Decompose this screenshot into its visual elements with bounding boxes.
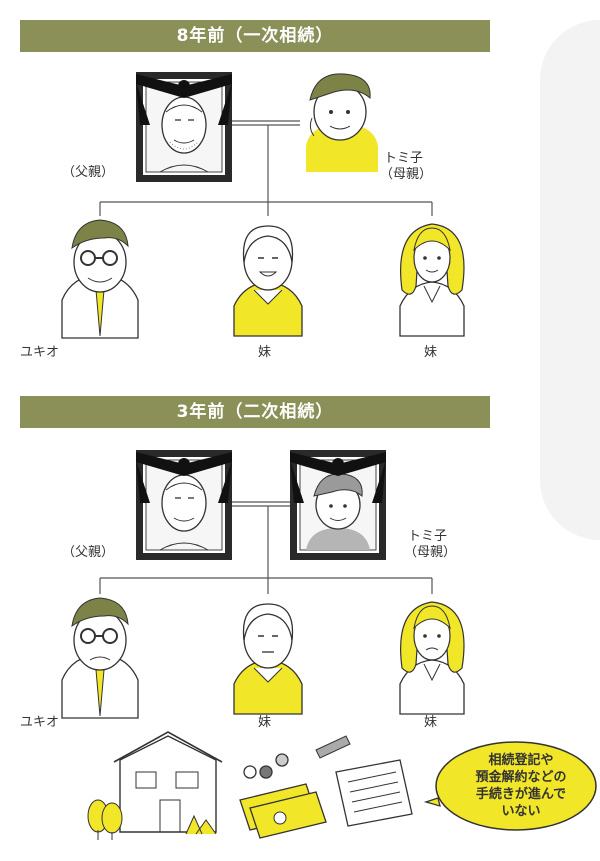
son-yukio-figure-2 bbox=[61, 597, 139, 719]
section-1-father-label: （父親） bbox=[62, 165, 115, 180]
section-2-son-label: ユキオ bbox=[20, 715, 60, 730]
section-1-sister-1-label: 妹 bbox=[258, 345, 272, 360]
section-1-mother-name: トミ子 bbox=[384, 151, 424, 166]
sister-1-figure bbox=[233, 225, 303, 337]
section-1-banner: 8年前（一次相続） bbox=[20, 20, 490, 52]
section-2-mother-name: トミ子 bbox=[408, 529, 448, 544]
money-and-documents-illustration bbox=[239, 735, 413, 839]
mother-memorial-portrait bbox=[290, 450, 386, 560]
sister-2-figure bbox=[399, 223, 465, 337]
speech-bubble-text: 相続登記や 預金解約などの 手続きが進んで いない bbox=[446, 752, 596, 820]
speech-line-1: 相続登記や bbox=[488, 753, 554, 768]
section-2-sister-1-label: 妹 bbox=[258, 715, 272, 730]
section-1-mother-relation: （母親） bbox=[380, 167, 433, 182]
speech-line-2: 預金解約などの bbox=[475, 770, 567, 785]
section-1-family-tree bbox=[61, 72, 465, 339]
section-1-sister-2-label: 妹 bbox=[424, 345, 438, 360]
section-2-sister-2-label: 妹 bbox=[424, 715, 438, 730]
section-2-father-label: （父親） bbox=[62, 545, 115, 560]
speech-line-3: 手続きが進んで bbox=[475, 787, 567, 802]
son-yukio-figure bbox=[61, 219, 139, 339]
mother-figure bbox=[306, 73, 378, 172]
section-2-mother-relation: （母親） bbox=[404, 545, 457, 560]
sister-1-figure-2 bbox=[233, 603, 303, 715]
background-shape bbox=[540, 20, 600, 540]
house-illustration bbox=[87, 731, 223, 840]
section-2-banner: 3年前（二次相続） bbox=[20, 396, 490, 428]
section-1-son-label: ユキオ bbox=[20, 345, 60, 360]
father-memorial-portrait-2 bbox=[136, 450, 232, 560]
speech-line-4: いない bbox=[501, 804, 541, 819]
speech-bubble-shape bbox=[423, 741, 597, 831]
sister-2-figure-2 bbox=[399, 601, 465, 715]
father-memorial-portrait bbox=[136, 72, 232, 182]
section-2-connectors bbox=[99, 501, 433, 594]
section-1-connectors bbox=[99, 120, 433, 216]
